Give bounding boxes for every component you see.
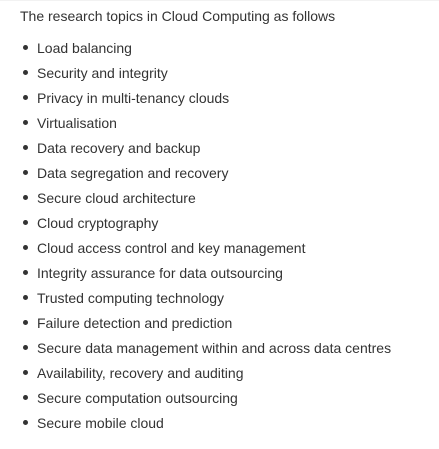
bullet-icon xyxy=(23,145,28,150)
topic-label: Secure data management within and across… xyxy=(37,340,392,356)
bullet-icon xyxy=(23,420,28,425)
topic-label: Privacy in multi-tenancy clouds xyxy=(37,90,230,106)
topic-label: Data recovery and backup xyxy=(37,140,201,156)
bullet-icon xyxy=(23,170,28,175)
bullet-icon xyxy=(23,345,28,350)
topic-label: Load balancing xyxy=(37,40,132,56)
topic-label: Secure mobile cloud xyxy=(37,415,164,431)
bullet-icon xyxy=(23,395,28,400)
topic-label: Secure computation outsourcing xyxy=(37,390,238,406)
topic-label: Availability, recovery and auditing xyxy=(37,365,244,381)
topic-label: Integrity assurance for data outsourcing xyxy=(37,265,283,281)
topic-label: Secure cloud architecture xyxy=(37,190,196,206)
top-divider xyxy=(0,0,439,1)
topic-label: Virtualisation xyxy=(37,115,117,131)
bullet-icon xyxy=(23,220,28,225)
topic-label: Cloud access control and key management xyxy=(37,240,306,256)
bullet-icon xyxy=(23,195,28,200)
bullet-icon xyxy=(23,45,28,50)
bullet-icon xyxy=(23,370,28,375)
bullet-icon xyxy=(23,95,28,100)
topic-label: Cloud cryptography xyxy=(37,215,159,231)
bullet-icon xyxy=(23,245,28,250)
bullet-icon xyxy=(23,70,28,75)
topic-label: Data segregation and recovery xyxy=(37,165,229,181)
topic-label: Security and integrity xyxy=(37,65,168,81)
intro-text: The research topics in Cloud Computing a… xyxy=(20,8,336,24)
bullet-icon xyxy=(23,120,28,125)
topic-label: Trusted computing technology xyxy=(37,290,225,306)
bullet-icon xyxy=(23,270,28,275)
bullet-icon xyxy=(23,320,28,325)
bullet-icon xyxy=(23,295,28,300)
topic-label: Failure detection and prediction xyxy=(37,315,233,331)
